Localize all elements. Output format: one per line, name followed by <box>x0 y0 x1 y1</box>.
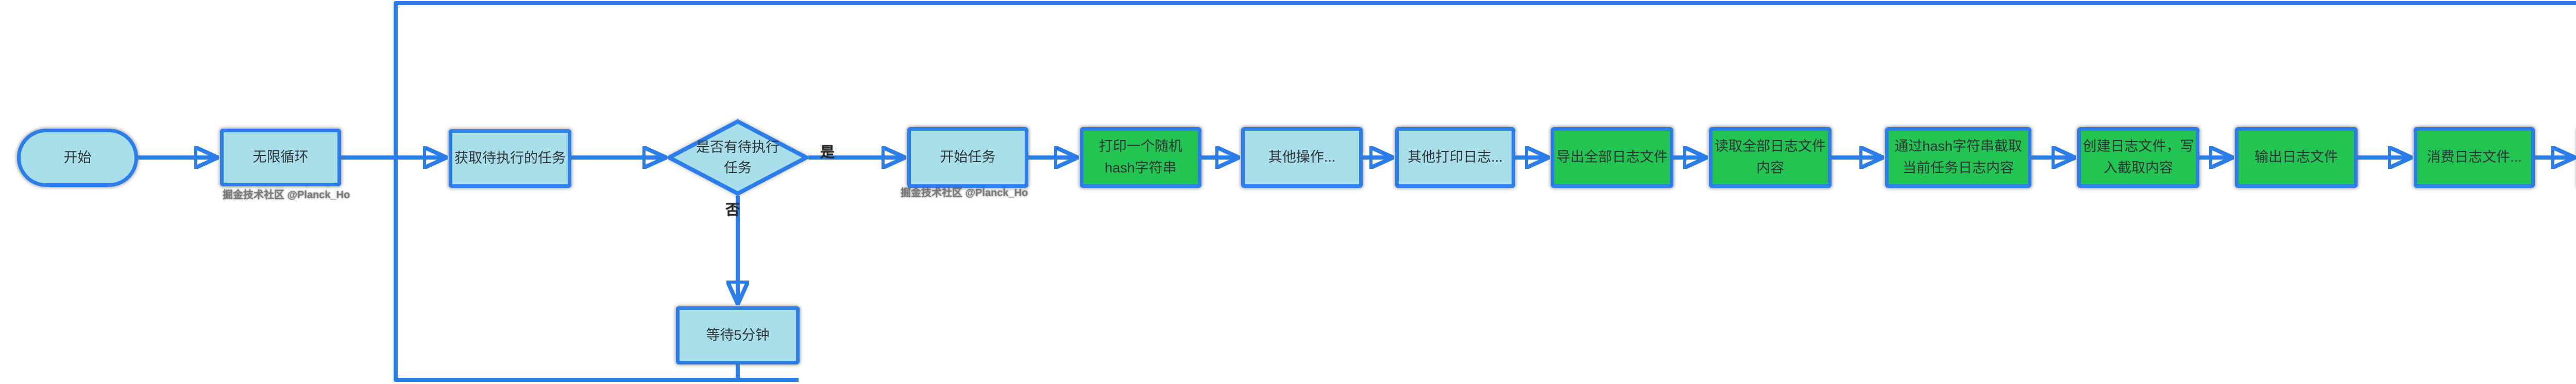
start-task-node: 开始任务 <box>907 127 1028 188</box>
fetch-tasks-node-label: 获取待执行的任务 <box>454 150 566 166</box>
export-logs-node: 导出全部日志文件 <box>1551 127 1673 188</box>
infinite-loop-node-label: 无限循环 <box>252 149 309 165</box>
output-log-node: 输出日志文件 <box>2235 127 2358 188</box>
has-tasks-decision-node: 是否有待执行任务 <box>667 119 808 196</box>
watermark-text: 掘金技术社区 @Planck_Ho <box>901 187 1028 199</box>
infinite-loop-node: 无限循环 <box>220 129 341 186</box>
read-logs-node-label: 读取全部日志文件内容 <box>1715 138 1826 176</box>
output-log-node-label: 输出日志文件 <box>2255 149 2338 165</box>
create-log-node-label: 创建日志文件，写入截取内容 <box>2082 138 2194 176</box>
fetch-tasks-node: 获取待执行的任务 <box>449 129 571 188</box>
edge-loop-back <box>394 1 2576 382</box>
consume-log-node: 消费日志文件... <box>2414 127 2535 188</box>
start-node-label: 开始 <box>63 149 92 165</box>
other-ops-node-label: 其他操作... <box>1268 149 1336 165</box>
start-node: 开始 <box>17 129 138 187</box>
read-logs-node: 读取全部日志文件内容 <box>1709 127 1832 188</box>
other-ops-node: 其他操作... <box>1241 127 1363 188</box>
other-logs-node-label: 其他打印日志... <box>1408 149 1503 165</box>
start-task-node-label: 开始任务 <box>940 149 996 165</box>
watermark-text: 掘金技术社区 @Planck_Ho <box>223 189 350 201</box>
create-log-node: 创建日志文件，写入截取内容 <box>2077 127 2199 188</box>
diamond-shape <box>667 119 808 196</box>
yes-edge-label: 是 <box>820 144 835 160</box>
consume-log-node-label: 消费日志文件... <box>2427 149 2522 165</box>
print-hash-node: 打印一个随机hash字符串 <box>1080 127 1201 188</box>
no-edge-label: 否 <box>725 202 740 218</box>
extract-hash-node-label: 通过hash字符串截取当前任务日志内容 <box>1894 138 2022 176</box>
export-logs-node-label: 导出全部日志文件 <box>1556 149 1668 165</box>
has-tasks-decision-label: 是否有待执行任务 <box>696 139 779 176</box>
print-hash-node-label: 打印一个随机hash字符串 <box>1099 138 1182 176</box>
wait-5min-node-label: 等待5分钟 <box>706 327 770 343</box>
extract-hash-node: 通过hash字符串截取当前任务日志内容 <box>1885 127 2031 188</box>
wait-5min-node: 等待5分钟 <box>676 306 800 364</box>
other-logs-node: 其他打印日志... <box>1395 127 1515 188</box>
